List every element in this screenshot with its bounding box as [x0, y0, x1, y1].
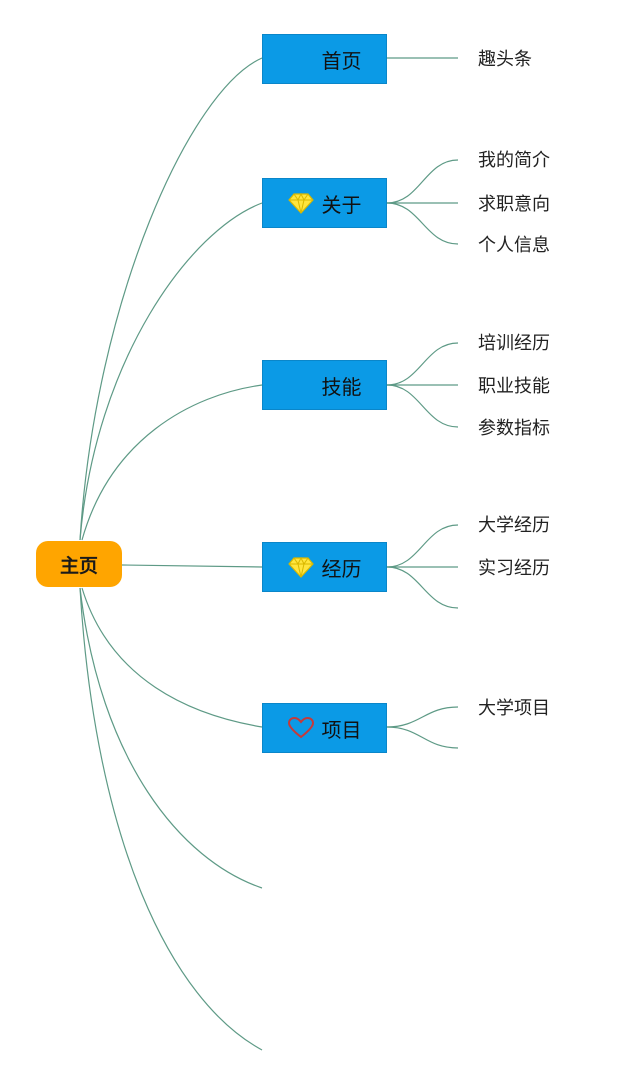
leaf-experience-0[interactable]: 大学经历	[478, 515, 550, 536]
leaf-home-0[interactable]: 趣头条	[478, 49, 532, 70]
link-projects-0	[386, 706, 459, 728]
root-label: 主页	[59, 554, 98, 577]
root-node[interactable]: 主页	[36, 541, 122, 587]
diamond-icon	[287, 192, 314, 214]
link-experience-0	[386, 524, 459, 568]
link-skills-0	[386, 342, 459, 386]
link-root-about	[79, 202, 263, 541]
branch-skills-label: 技能	[321, 374, 362, 399]
link-root-empty-1	[79, 587, 263, 889]
branch-skills[interactable]: 技能	[262, 360, 387, 410]
branch-home-label: 首页	[321, 48, 362, 73]
branch-about-label: 关于	[321, 192, 362, 217]
link-projects-1	[386, 726, 459, 749]
link-root-projects	[81, 587, 263, 728]
link-root-empty-2	[79, 587, 263, 1051]
branch-home[interactable]: 首页	[262, 34, 387, 84]
link-skills-2	[386, 384, 459, 428]
leaf-about-2[interactable]: 个人信息	[478, 235, 550, 256]
link-about-2	[386, 202, 459, 245]
branch-experience-label: 经历	[321, 556, 362, 581]
blank-icon	[288, 48, 314, 70]
leaf-about-1[interactable]: 求职意向	[478, 194, 550, 215]
diamond-icon	[287, 556, 314, 578]
link-root-home	[79, 57, 263, 541]
link-root-skills	[81, 384, 263, 541]
leaf-skills-1[interactable]: 职业技能	[478, 376, 550, 397]
link-root-experience	[121, 564, 263, 568]
leaf-skills-2[interactable]: 参数指标	[478, 418, 550, 439]
leaf-skills-0[interactable]: 培训经历	[478, 333, 550, 354]
heart-icon	[287, 717, 314, 739]
branch-experience[interactable]: 经历	[262, 542, 387, 592]
branch-projects[interactable]: 项目	[262, 703, 387, 753]
link-experience-2	[386, 566, 459, 609]
branch-projects-label: 项目	[321, 717, 362, 742]
link-about-0	[386, 159, 459, 204]
branch-about[interactable]: 关于	[262, 178, 387, 228]
blank-icon	[288, 374, 314, 396]
leaf-about-0[interactable]: 我的简介	[478, 150, 550, 171]
leaf-experience-1[interactable]: 实习经历	[478, 558, 550, 579]
leaf-projects-0[interactable]: 大学项目	[478, 698, 550, 719]
